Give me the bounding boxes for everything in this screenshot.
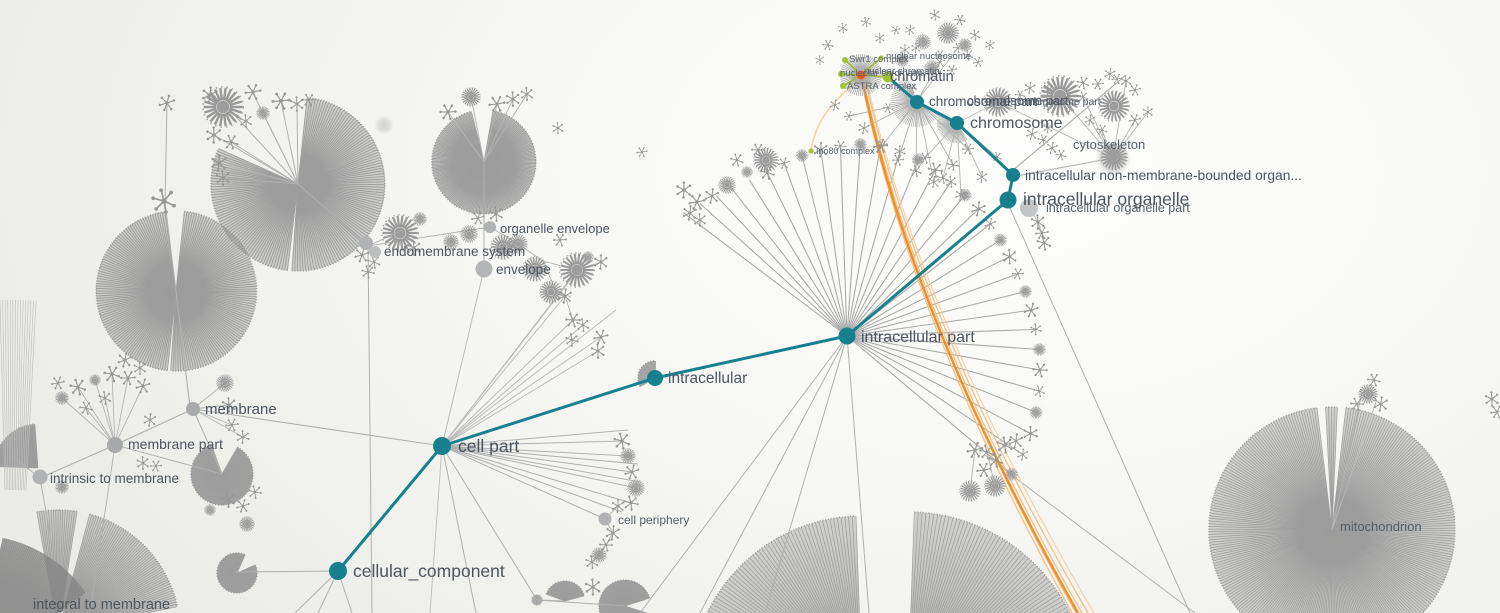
svg-text:intracellular: intracellular	[668, 370, 747, 387]
svg-text:intracellular organelle part: intracellular organelle part	[1046, 201, 1190, 215]
svg-text:chromosome: chromosome	[970, 115, 1063, 132]
svg-text:nuclear chromatin: nuclear chromatin	[864, 66, 940, 77]
svg-text:nuclear nucleosome: nuclear nucleosome	[886, 51, 971, 62]
svg-text:Ino80 complex: Ino80 complex	[816, 146, 875, 156]
svg-text:intrinsic to membrane: intrinsic to membrane	[50, 471, 179, 486]
svg-text:chromosomal part: chromosomal part	[929, 94, 1037, 109]
svg-text:intracellular non-membrane-bou: intracellular non-membrane-bounded organ…	[1025, 168, 1302, 183]
svg-text:chromosome part: chromosome part	[967, 93, 1069, 108]
svg-text:intracellular organelle: intracellular organelle	[1023, 189, 1189, 209]
svg-text:cell part: cell part	[458, 436, 519, 456]
svg-text:cell periphery: cell periphery	[618, 513, 689, 527]
svg-text:cellular_component: cellular_component	[353, 561, 505, 582]
svg-text:organelle envelope: organelle envelope	[500, 221, 610, 236]
svg-text:ASTRA complex: ASTRA complex	[847, 81, 916, 92]
svg-text:mitochondrion: mitochondrion	[1340, 519, 1422, 534]
svg-text:Swr1 complex: Swr1 complex	[849, 54, 909, 65]
svg-text:membrane: membrane	[205, 401, 277, 418]
svg-text:cytoskeleton: cytoskeleton	[1073, 137, 1145, 152]
svg-text:endomembrane system: endomembrane system	[384, 244, 525, 259]
svg-text:chromosome part: chromosome part	[1019, 96, 1101, 108]
svg-text:envelope: envelope	[496, 262, 551, 277]
svg-text:intracellular part: intracellular part	[861, 329, 975, 346]
svg-text:nucleolar chromatin: nucleolar chromatin	[840, 68, 923, 79]
svg-text:membrane part: membrane part	[128, 436, 223, 452]
svg-text:integral to membrane: integral to membrane	[33, 597, 170, 613]
svg-text:chromatin: chromatin	[890, 69, 954, 85]
